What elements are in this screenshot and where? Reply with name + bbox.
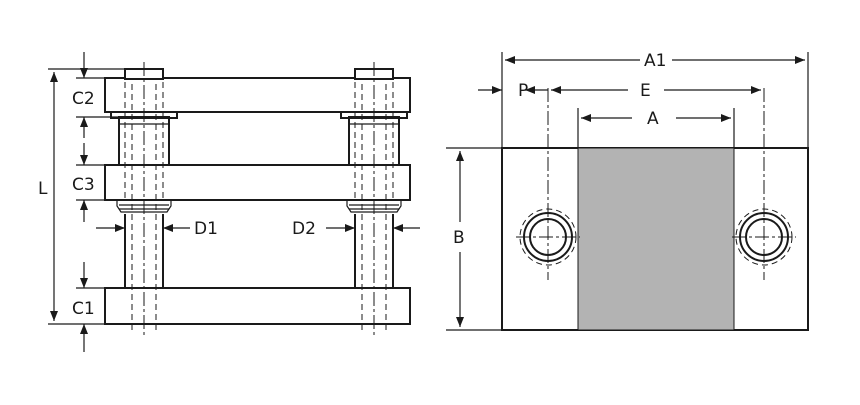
- shaded-working-area: [577, 147, 735, 331]
- label-c2: C2: [72, 89, 95, 109]
- side-view: C2 C3 L C1 D1 D2: [38, 52, 420, 352]
- label-a: A: [647, 109, 659, 129]
- label-l: L: [38, 179, 48, 199]
- lower-bushing-collars: [116, 199, 402, 213]
- label-d1: D1: [194, 219, 218, 239]
- bottom-plate: [104, 287, 411, 325]
- label-b: B: [453, 228, 465, 248]
- label-e: E: [640, 81, 651, 101]
- top-view: A1 P E A B: [446, 51, 809, 331]
- label-p: P: [518, 81, 528, 101]
- label-a1: A1: [644, 51, 666, 71]
- extension-lines: [446, 52, 809, 331]
- label-d2: D2: [292, 219, 316, 239]
- hidden-lines: [124, 82, 394, 330]
- label-c3: C3: [72, 175, 95, 195]
- middle-plate: [104, 164, 411, 201]
- label-c1: C1: [72, 299, 95, 319]
- top-plate: [104, 77, 411, 113]
